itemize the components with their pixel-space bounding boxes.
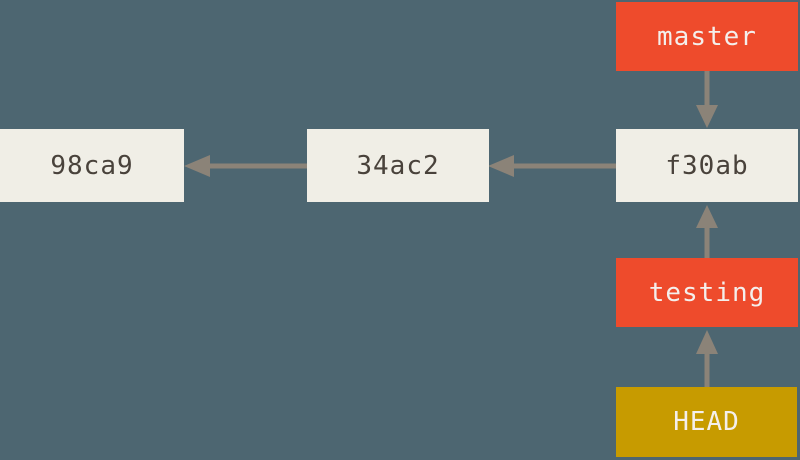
head-label-text: HEAD: [673, 407, 740, 437]
arrow-testing-to-f30ab: [696, 205, 718, 258]
branch-label-testing: testing: [616, 258, 798, 327]
arrow-f30ab-to-34ac2: [488, 155, 616, 177]
arrow-34ac2-to-98ca9: [184, 155, 307, 177]
head-label: HEAD: [616, 387, 797, 457]
arrow-head-to-testing: [696, 330, 718, 387]
commit-box-98ca9: 98ca9: [0, 129, 184, 202]
commit-id-text: f30ab: [665, 150, 749, 181]
branch-label-master: master: [616, 2, 798, 71]
commit-box-f30ab: f30ab: [616, 129, 798, 202]
commit-id-text: 34ac2: [356, 150, 440, 181]
arrow-master-to-f30ab: [696, 71, 718, 128]
branch-label-master-text: master: [657, 21, 757, 52]
commit-id-text: 98ca9: [50, 150, 134, 181]
branch-label-testing-text: testing: [648, 277, 766, 308]
commit-box-34ac2: 34ac2: [307, 129, 489, 202]
